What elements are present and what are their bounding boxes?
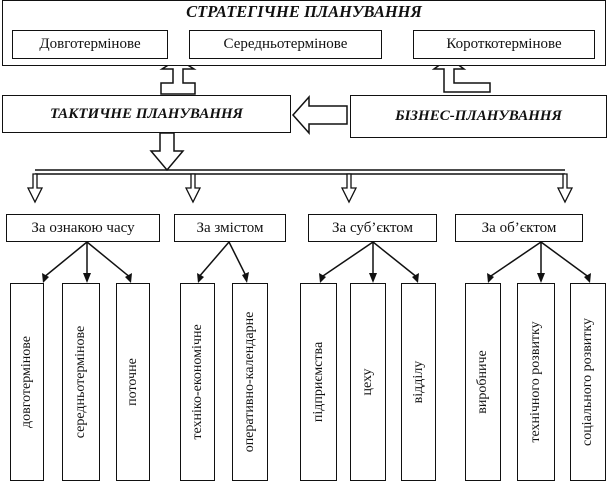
strategic-item-long-term: Довготермінове — [12, 30, 168, 59]
arrow-tactical-down — [149, 132, 185, 172]
leaf-long-term: довготермінове — [10, 283, 44, 481]
leaf-production: виробниче — [465, 283, 501, 481]
group-by-subject: За суб’єктом — [308, 214, 437, 242]
strategic-item-mid-term: Середньотермінове — [189, 30, 382, 59]
business-planning-box: БІЗНЕС-ПЛАНУВАННЯ — [350, 95, 607, 138]
group-by-time: За ознакою часу — [6, 214, 160, 242]
arrow-tactical-to-strategic — [159, 58, 197, 95]
arrow-hub-group-2 — [184, 173, 202, 204]
arrow-hub-group-3 — [340, 173, 358, 204]
strategic-item-short-term: Короткотермінове — [413, 30, 595, 59]
arrow-business-to-tactical — [291, 95, 348, 135]
group-by-content: За змістом — [174, 214, 286, 242]
leaf-current: поточне — [116, 283, 150, 481]
strategic-planning-title: СТРАТЕГІЧНЕ ПЛАНУВАННЯ — [186, 2, 422, 21]
leaf-enterprise: підприємства — [300, 283, 337, 481]
arrow-hub-group-4 — [556, 173, 574, 204]
leaf-operational-calendar: оперативно-календарне — [232, 283, 268, 481]
leaf-workshop: цеху — [350, 283, 386, 481]
leaf-technical-economic: техніко-економічне — [180, 283, 215, 481]
arrow-hub-group-1 — [26, 173, 44, 204]
leaf-mid-term: середньотермінове — [62, 283, 100, 481]
group-by-object: За об’єктом — [455, 214, 583, 242]
leaf-department: відділу — [401, 283, 436, 481]
leaf-social-development: соціального розвитку — [570, 283, 606, 481]
tactical-planning-box: ТАКТИЧНЕ ПЛАНУВАННЯ — [2, 95, 291, 133]
leaf-technical-development: технічного розвитку — [517, 283, 555, 481]
